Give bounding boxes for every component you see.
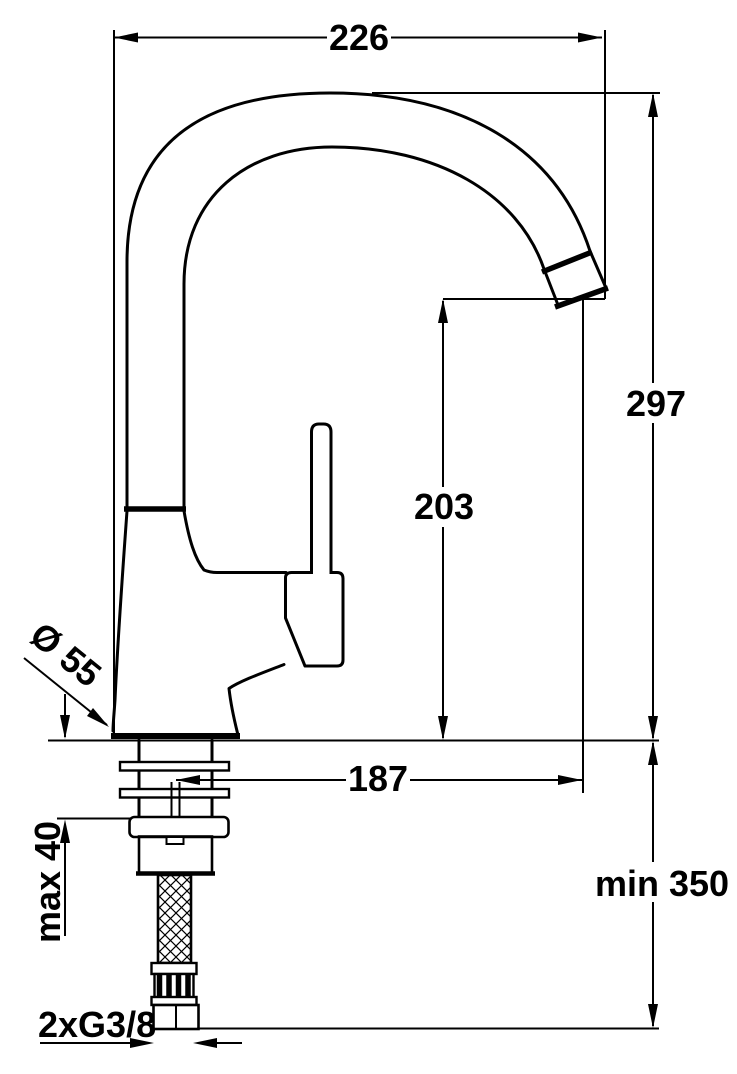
body-right-profile bbox=[182, 509, 288, 574]
body-lower-right-profile bbox=[227, 663, 286, 735]
label-gap bbox=[327, 18, 391, 56]
label-gap bbox=[624, 383, 688, 423]
arrow-right bbox=[130, 1038, 154, 1048]
arrow-up bbox=[60, 819, 70, 843]
arrow-down bbox=[648, 716, 658, 740]
body-left-profile bbox=[111, 509, 129, 733]
dimension-total-height: 297 bbox=[372, 92, 688, 740]
label-gap bbox=[346, 757, 410, 797]
dimension-max-counter-thickness: max 40 bbox=[27, 694, 131, 943]
dim-label-203: 203 bbox=[414, 486, 474, 527]
dim-label-297: 297 bbox=[626, 383, 686, 424]
stud-notch bbox=[165, 836, 185, 845]
spout-outer-curve bbox=[125, 91, 608, 512]
dim-label-187: 187 bbox=[348, 758, 408, 799]
mounting-washer-upper bbox=[118, 760, 231, 772]
label-gap bbox=[412, 487, 476, 527]
dimension-outlet-reach: 187 bbox=[176, 299, 584, 799]
arrow-down bbox=[60, 715, 70, 739]
arrow-down bbox=[438, 716, 448, 740]
dim-label-diameter-55: Ø 55 bbox=[23, 614, 109, 695]
mounting-nut bbox=[128, 815, 230, 839]
arrow-up bbox=[438, 299, 448, 323]
mounting-washer-lower bbox=[118, 787, 231, 799]
arrow-right bbox=[578, 32, 602, 43]
spout-inner-curve bbox=[182, 145, 546, 512]
aerator-joint-line bbox=[540, 249, 594, 275]
dimension-min-hose-clearance: min 350 bbox=[197, 741, 729, 1030]
supply-hose bbox=[150, 873, 200, 1031]
arrow-left bbox=[114, 32, 138, 43]
dimension-spout-span: 226 bbox=[113, 17, 606, 733]
dimension-hose-connection: 2xG3/8 bbox=[38, 1004, 242, 1048]
dim-label-226: 226 bbox=[329, 17, 389, 58]
arrow-up bbox=[648, 93, 658, 117]
dim-label-2xg38: 2xG3/8 bbox=[38, 1004, 156, 1045]
arrow-left bbox=[193, 1038, 217, 1048]
handle-cap bbox=[284, 571, 345, 668]
aerator-outlet-face bbox=[554, 285, 609, 310]
leader-arrow bbox=[87, 708, 109, 727]
arrow-right bbox=[558, 775, 582, 785]
faucet-outline bbox=[48, 91, 659, 742]
arrow-left bbox=[176, 775, 200, 785]
handle-lever bbox=[310, 422, 333, 574]
label-gap bbox=[606, 862, 718, 902]
arrow-up bbox=[648, 741, 658, 765]
braided-hose bbox=[156, 873, 193, 965]
dimension-outlet-height: 203 bbox=[412, 298, 605, 740]
dim-label-min-350: min 350 bbox=[595, 863, 729, 904]
mounting-assembly bbox=[118, 738, 231, 876]
dim-label-max-40: max 40 bbox=[27, 821, 68, 943]
hose-ferrule bbox=[150, 961, 198, 976]
arrow-down bbox=[648, 1004, 658, 1028]
